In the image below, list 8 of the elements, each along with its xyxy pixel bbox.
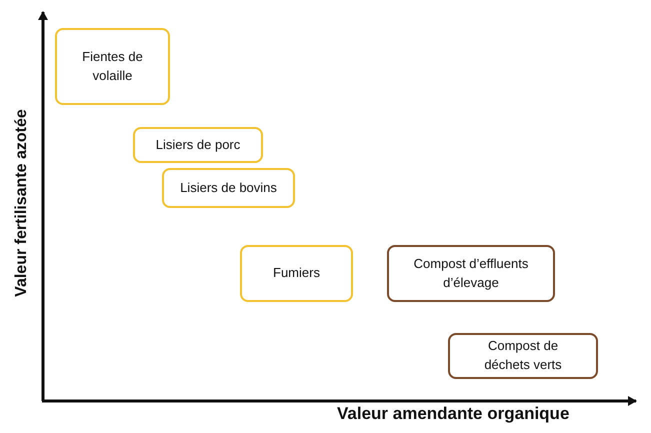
category-box: Compost de déchets verts bbox=[448, 333, 598, 379]
category-box: Fumiers bbox=[240, 245, 353, 302]
category-box: Fientes de volaille bbox=[55, 28, 170, 105]
axis-title: Valeur amendante organique bbox=[337, 404, 570, 424]
category-box: Compost d’effluents d’élevage bbox=[387, 245, 555, 302]
category-box: Lisiers de bovins bbox=[162, 168, 295, 208]
category-box: Lisiers de porc bbox=[133, 127, 263, 163]
axis-title: Valeur fertilisante azotée bbox=[13, 108, 31, 299]
